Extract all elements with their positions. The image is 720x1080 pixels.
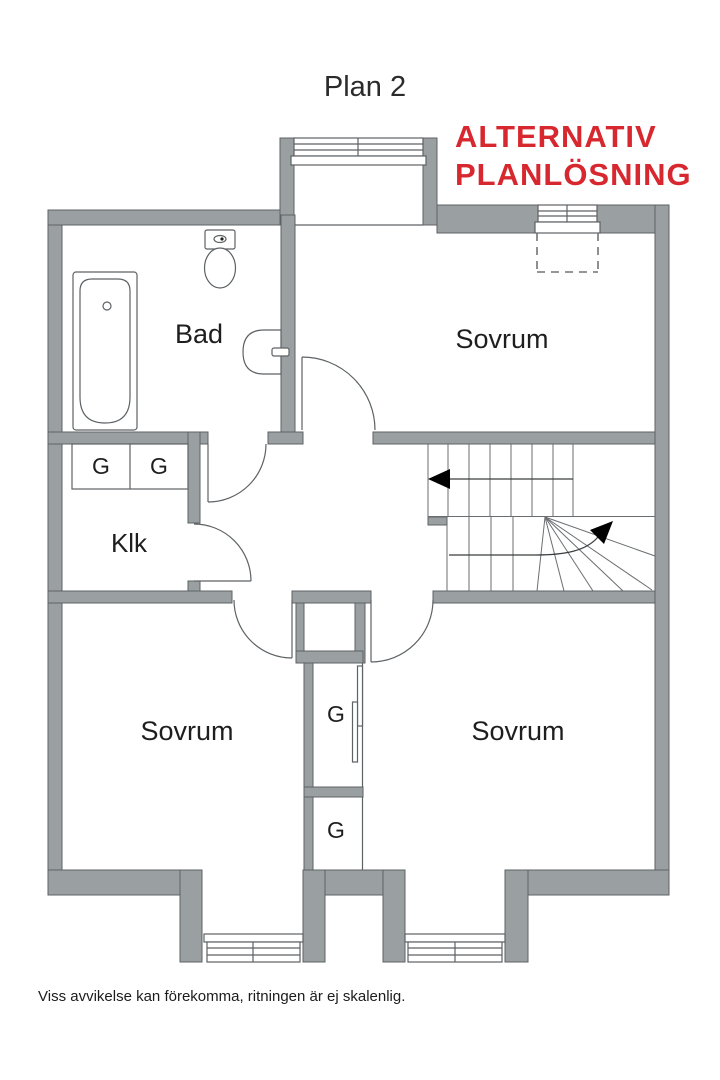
wall-segment bbox=[295, 650, 364, 664]
wardrobe-label-column-g1: G bbox=[327, 701, 345, 727]
wall-segment bbox=[654, 204, 670, 896]
walls bbox=[47, 137, 670, 963]
wall-segment bbox=[427, 516, 448, 526]
alt-heading-line1: ALTERNATIV bbox=[455, 119, 657, 154]
door-bedroom-top bbox=[301, 356, 376, 431]
wall-segment bbox=[179, 869, 203, 963]
wardrobe-label-g1: G bbox=[92, 453, 110, 479]
wall-segment bbox=[187, 431, 201, 524]
wall-segment bbox=[280, 214, 296, 433]
windows bbox=[203, 137, 601, 963]
wardrobes-drawing bbox=[71, 443, 364, 870]
door-bedroom-right bbox=[370, 599, 434, 663]
wardrobe-label-column-g2: G bbox=[327, 817, 345, 843]
wall-segment bbox=[504, 869, 529, 963]
stairs-up-arrow-icon bbox=[428, 469, 450, 489]
wall-segment bbox=[372, 431, 656, 445]
ceiling-recess-dashed bbox=[536, 233, 599, 273]
wall-segment bbox=[324, 869, 384, 896]
wall-segment bbox=[432, 590, 656, 604]
wall-segment bbox=[47, 431, 209, 445]
window-top-right bbox=[534, 204, 601, 234]
column-wardrobe-top bbox=[351, 663, 364, 787]
wall-segment bbox=[279, 137, 295, 226]
wall-segment bbox=[47, 869, 181, 896]
wall-segment bbox=[302, 869, 326, 963]
room-label-bedroom-top: Sovrum bbox=[455, 324, 548, 354]
window-bottom-right bbox=[404, 933, 506, 963]
window-bottom-left bbox=[203, 933, 304, 963]
closet-wardrobe-boxes bbox=[71, 443, 189, 490]
door-bedroom-left bbox=[233, 599, 293, 659]
door-bathroom bbox=[207, 443, 267, 503]
wall-segment bbox=[267, 431, 304, 445]
window-top-dormer bbox=[290, 137, 427, 226]
page-title: Plan 2 bbox=[324, 71, 406, 103]
sink-icon bbox=[242, 329, 290, 375]
wall-segment bbox=[527, 869, 670, 896]
wall-segment bbox=[303, 786, 364, 798]
wall-segment bbox=[382, 869, 406, 963]
wall-segment bbox=[291, 590, 372, 604]
door-closet bbox=[193, 523, 252, 582]
room-label-bedroom-left: Sovrum bbox=[140, 716, 233, 746]
bathtub-icon bbox=[72, 271, 138, 431]
wall-segment bbox=[47, 209, 63, 896]
wall-segment bbox=[303, 662, 314, 871]
alt-heading-line2: PLANLÖSNING bbox=[455, 157, 692, 192]
wall-segment bbox=[422, 137, 438, 226]
bathroom-fixtures bbox=[72, 229, 290, 431]
room-label-closet: Klk bbox=[111, 528, 148, 558]
disclaimer-text: Viss avvikelse kan förekomma, ritningen … bbox=[38, 988, 405, 1005]
room-label-bedroom-right: Sovrum bbox=[471, 716, 564, 746]
room-label-bathroom: Bad bbox=[175, 319, 223, 349]
wall-segment bbox=[436, 204, 539, 234]
toilet-icon bbox=[203, 229, 237, 289]
wall-segment bbox=[295, 602, 305, 654]
stairs-direction-arrow-icon bbox=[590, 521, 613, 544]
staircase bbox=[427, 444, 656, 592]
doors bbox=[193, 356, 434, 663]
wall-segment bbox=[47, 590, 233, 604]
wall-segment bbox=[47, 209, 282, 226]
wardrobe-label-g2: G bbox=[150, 453, 168, 479]
